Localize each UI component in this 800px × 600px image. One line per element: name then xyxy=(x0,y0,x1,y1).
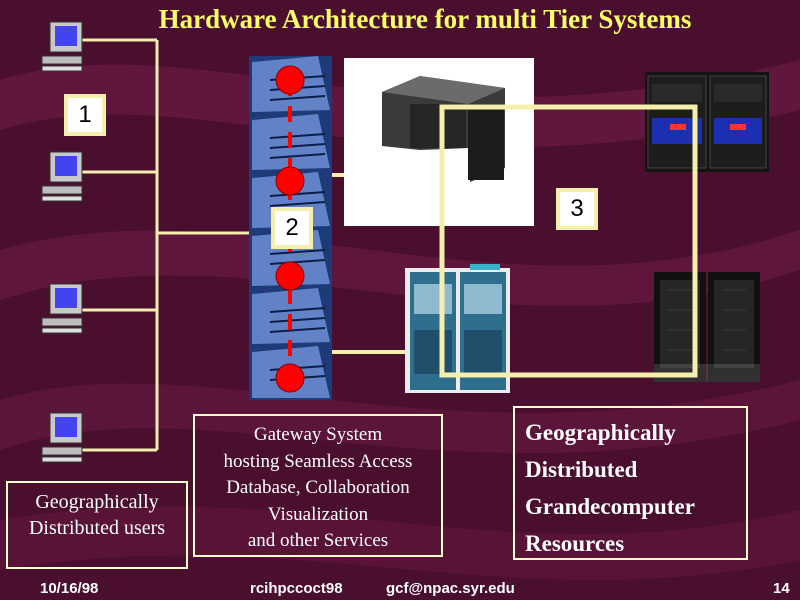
gateway-caption-line: and other Services xyxy=(247,530,389,551)
gateway-caption-line: Gateway System xyxy=(253,424,383,445)
red-node-icon xyxy=(275,166,305,196)
client-bus xyxy=(82,38,265,452)
computer-icon xyxy=(41,151,83,202)
resources-caption-line: Distributed xyxy=(525,457,638,482)
resources-caption-line: Grandecomputer xyxy=(525,494,695,519)
red-node-icon xyxy=(275,65,305,95)
page-number: 14 xyxy=(773,580,790,597)
users-caption-line: Geographically xyxy=(35,491,159,513)
red-node-icon xyxy=(275,261,305,291)
tower-server-icon xyxy=(654,272,760,382)
slide-title: Hardware Architecture for multi Tier Sys… xyxy=(158,4,692,34)
computer-icon xyxy=(41,412,83,463)
resources-caption-line: Geographically xyxy=(525,420,676,445)
gateway-caption-line: hosting Seamless Access xyxy=(223,450,413,472)
tier-3-label: 3 xyxy=(556,188,598,230)
parallel-server-icon xyxy=(405,264,510,393)
footer-date: 10/16/98 xyxy=(40,580,99,597)
users-caption: Geographically Distributed users xyxy=(6,481,188,569)
users-caption-line: Distributed users xyxy=(28,517,166,539)
tier-1-label: 1 xyxy=(64,94,106,136)
mainframe-computer-icon xyxy=(344,58,534,226)
supercomputer-icon xyxy=(645,72,769,172)
tier-2-label: 2 xyxy=(271,207,313,249)
footer-course: rcihpccoct98 xyxy=(250,580,343,597)
footer-email: gcf@npac.syr.edu xyxy=(386,580,515,597)
red-node-icon xyxy=(275,363,305,393)
resources-caption: Geographically Distributed Grandecompute… xyxy=(513,406,748,560)
gateway-caption-line: Visualization xyxy=(267,503,369,525)
gateway-caption: Gateway System hosting Seamless Access D… xyxy=(193,414,443,557)
gateway-caption-line: Database, Collaboration xyxy=(226,477,410,498)
computer-icon xyxy=(41,21,83,72)
computer-icon xyxy=(41,283,83,334)
resource-frame xyxy=(439,104,698,378)
resources-caption-line: Resources xyxy=(525,531,625,556)
